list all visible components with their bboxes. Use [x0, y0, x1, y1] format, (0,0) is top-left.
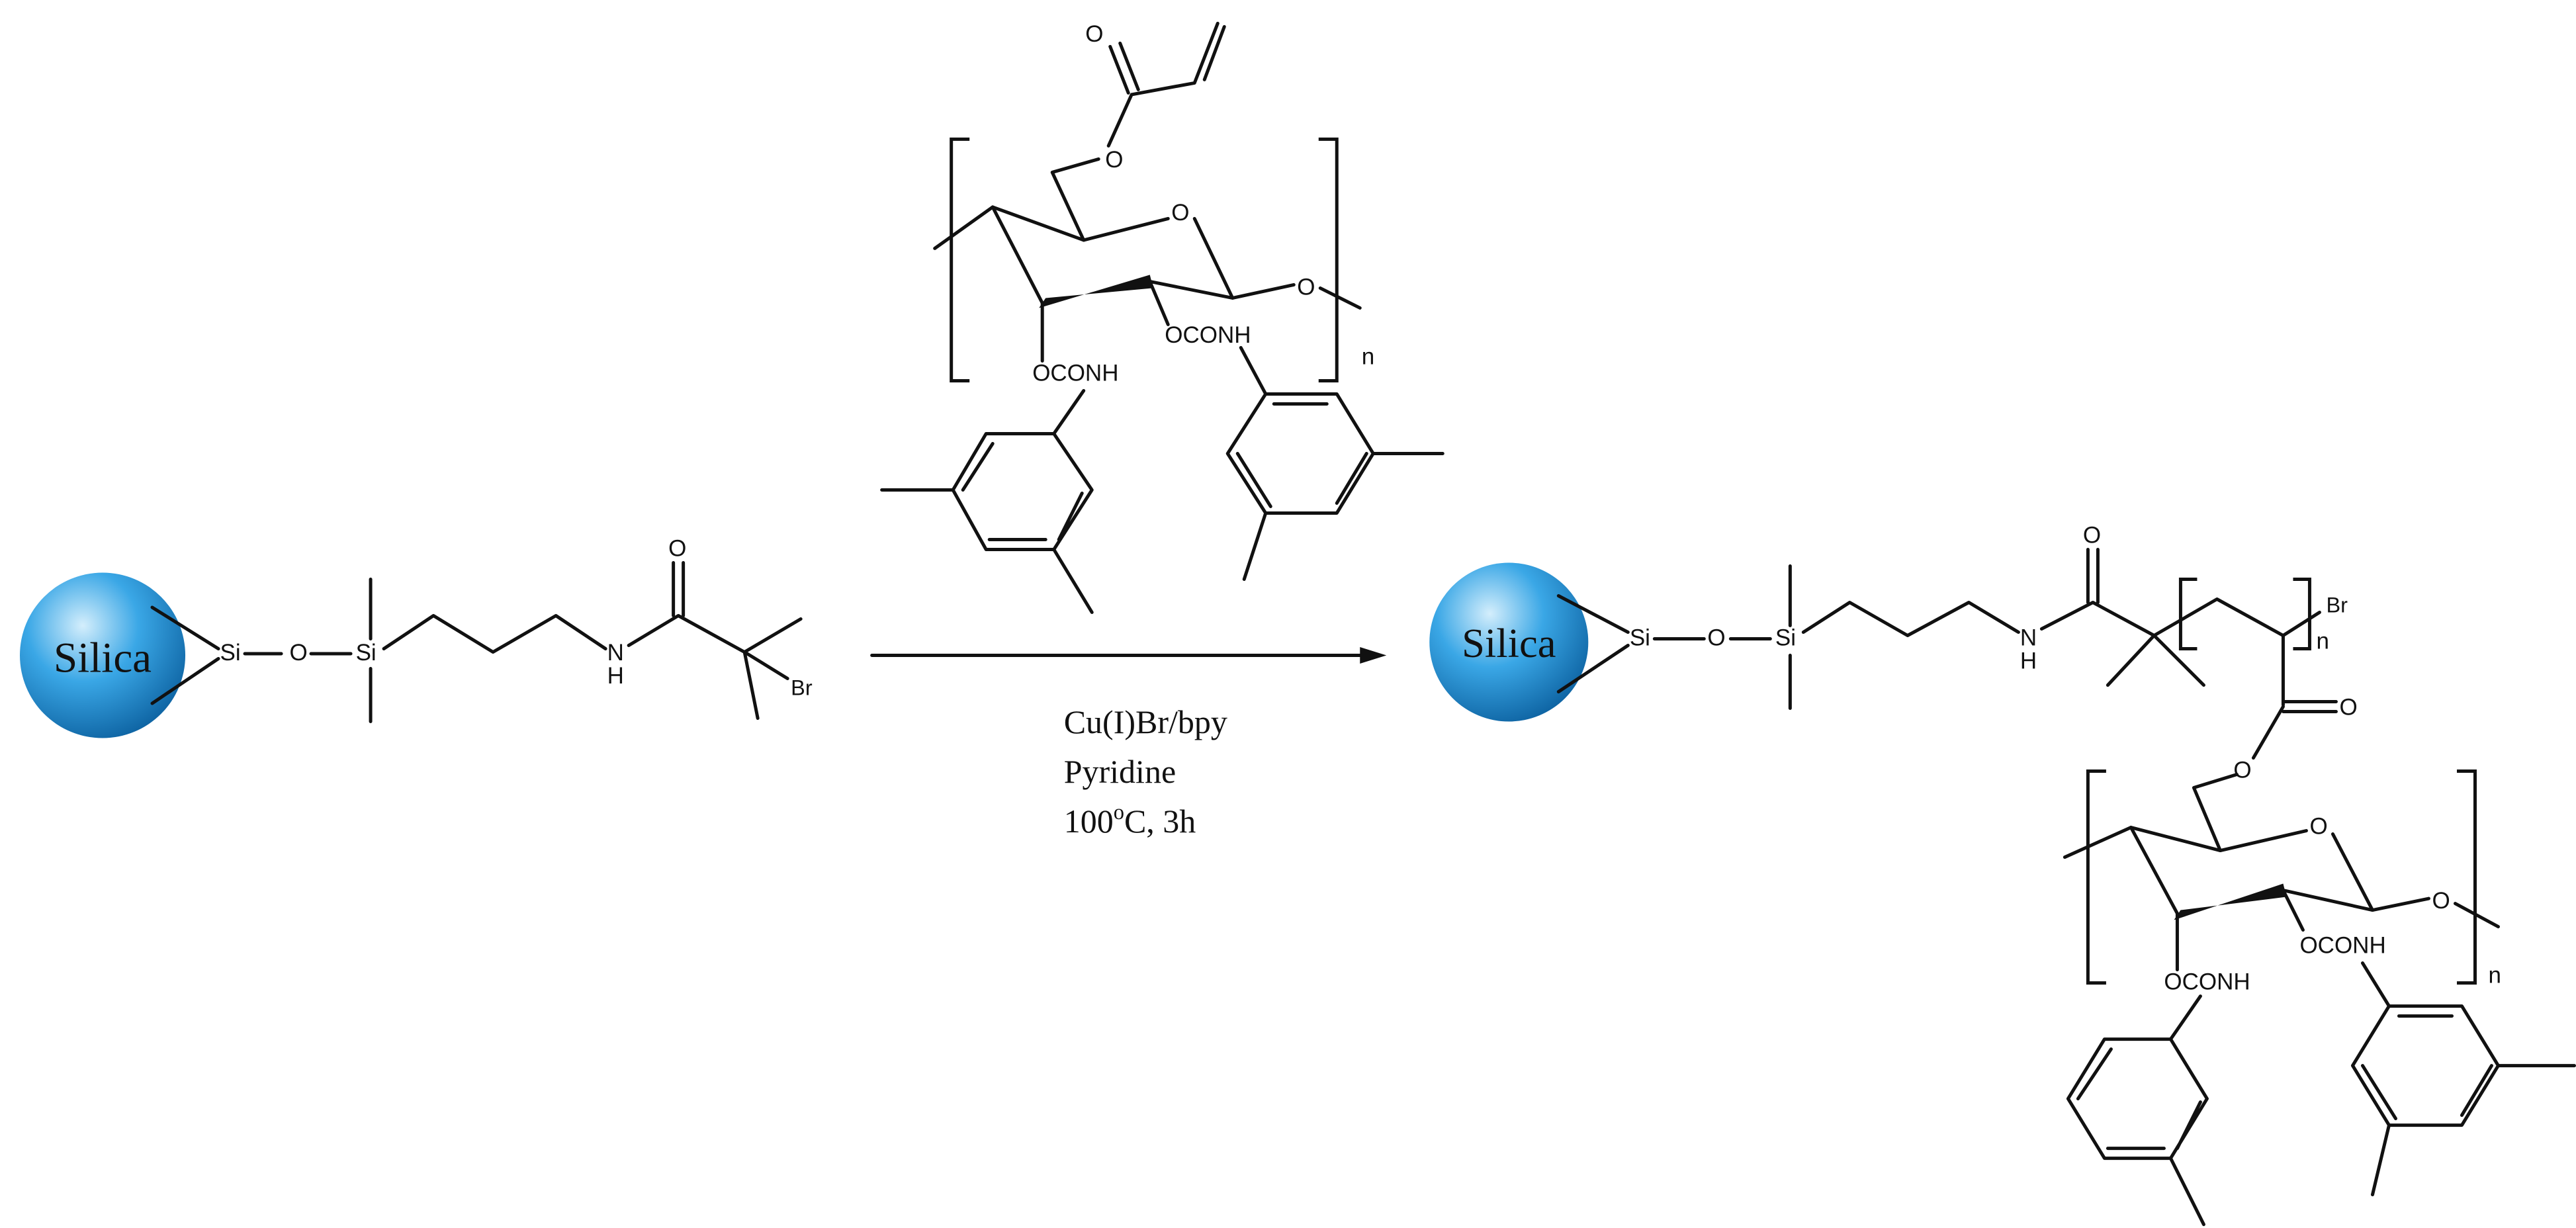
carbamate-label-right: OCONH — [1165, 322, 1251, 348]
silica-particle-left — [20, 572, 186, 738]
product: Silica Si O Si N H O n Br O O n O — [1429, 522, 2576, 1227]
silica-label-right: Silica — [1462, 620, 1556, 666]
atom-o: O — [2083, 522, 2101, 548]
atom-br: Br — [791, 676, 813, 700]
atom-o: O — [2233, 758, 2251, 783]
atom-si: Si — [1775, 625, 1796, 651]
carbamate-label-left: OCONH — [2164, 969, 2250, 995]
atom-o: O — [1085, 21, 1103, 47]
reaction-arrow — [870, 647, 1387, 664]
atom-h: H — [2020, 648, 2037, 674]
bond — [150, 605, 220, 705]
atom-o: O — [1297, 274, 1315, 300]
condition-catalyst: Cu(I)Br/bpy — [1064, 703, 1227, 740]
bond — [2251, 634, 2338, 760]
atom-n: N — [2020, 625, 2037, 651]
reactant: Silica Si O Si N H O Br — [20, 535, 813, 738]
bold-bond — [1039, 275, 1153, 308]
bond — [742, 617, 803, 721]
atom-o: O — [1171, 200, 1189, 226]
bond — [2281, 889, 2305, 932]
bond — [2039, 600, 2156, 638]
bond — [1050, 157, 1100, 242]
reaction-conditions: Cu(I)Br/bpy Pyridine 100oC, 3h — [1064, 703, 1227, 840]
bond — [382, 614, 607, 654]
bond — [672, 560, 686, 618]
bond — [1148, 279, 1170, 326]
cellulose-acrylate-monomer: n O O O O OCONH OCONH — [880, 21, 1444, 614]
bond — [2086, 547, 2100, 604]
bracket-left — [950, 137, 970, 382]
bracket-right — [1318, 137, 1339, 382]
atom-o: O — [2432, 888, 2450, 914]
silica-particle-right — [1429, 562, 1589, 722]
cellulose-bracket-right — [2456, 769, 2477, 985]
atom-h: H — [607, 663, 624, 689]
bond — [2106, 597, 2285, 687]
condition-solvent: Pyridine — [1064, 753, 1176, 790]
atom-o: O — [2339, 695, 2357, 721]
bond — [880, 388, 1094, 614]
atom-o: O — [668, 535, 686, 561]
cellulose-subscript: n — [2488, 963, 2501, 988]
silica-label-left: Silica — [54, 635, 152, 682]
bond — [1318, 286, 1362, 310]
carbamate-label-left: OCONH — [1032, 360, 1118, 386]
polymer-bracket-left — [2178, 577, 2198, 651]
bond — [1106, 21, 1226, 148]
bond — [1556, 593, 1630, 694]
bond — [1225, 345, 1444, 581]
bond — [1231, 283, 1296, 300]
atom-si: Si — [356, 640, 377, 666]
carbamate-label-right: OCONH — [2299, 933, 2385, 959]
polymer-bracket-right — [2293, 577, 2311, 651]
bond — [2066, 994, 2209, 1227]
atom-o: O — [2309, 814, 2327, 840]
atom-si: Si — [1630, 625, 1650, 651]
bond — [2281, 610, 2321, 638]
condition-temperature-time: 100oC, 3h — [1064, 801, 1196, 840]
bond — [1801, 600, 2020, 638]
atom-n: N — [607, 640, 624, 666]
bond — [933, 205, 995, 250]
atom-o: O — [1105, 147, 1123, 173]
bond — [627, 614, 746, 654]
repeat-subscript: n — [1362, 343, 1374, 369]
bond — [2350, 961, 2576, 1197]
cellulose-bracket-left — [2086, 769, 2106, 985]
atom-si: Si — [220, 640, 241, 666]
bond — [2192, 773, 2239, 853]
arrow-head — [1360, 647, 1387, 664]
bond — [2370, 897, 2430, 912]
bold-bond — [2174, 883, 2287, 920]
polymer-subscript: n — [2316, 629, 2329, 654]
atom-br: Br — [2326, 593, 2348, 617]
atom-o: O — [290, 640, 308, 666]
atom-o: O — [1707, 625, 1725, 651]
bond — [2063, 826, 2133, 859]
bond — [2453, 902, 2500, 929]
